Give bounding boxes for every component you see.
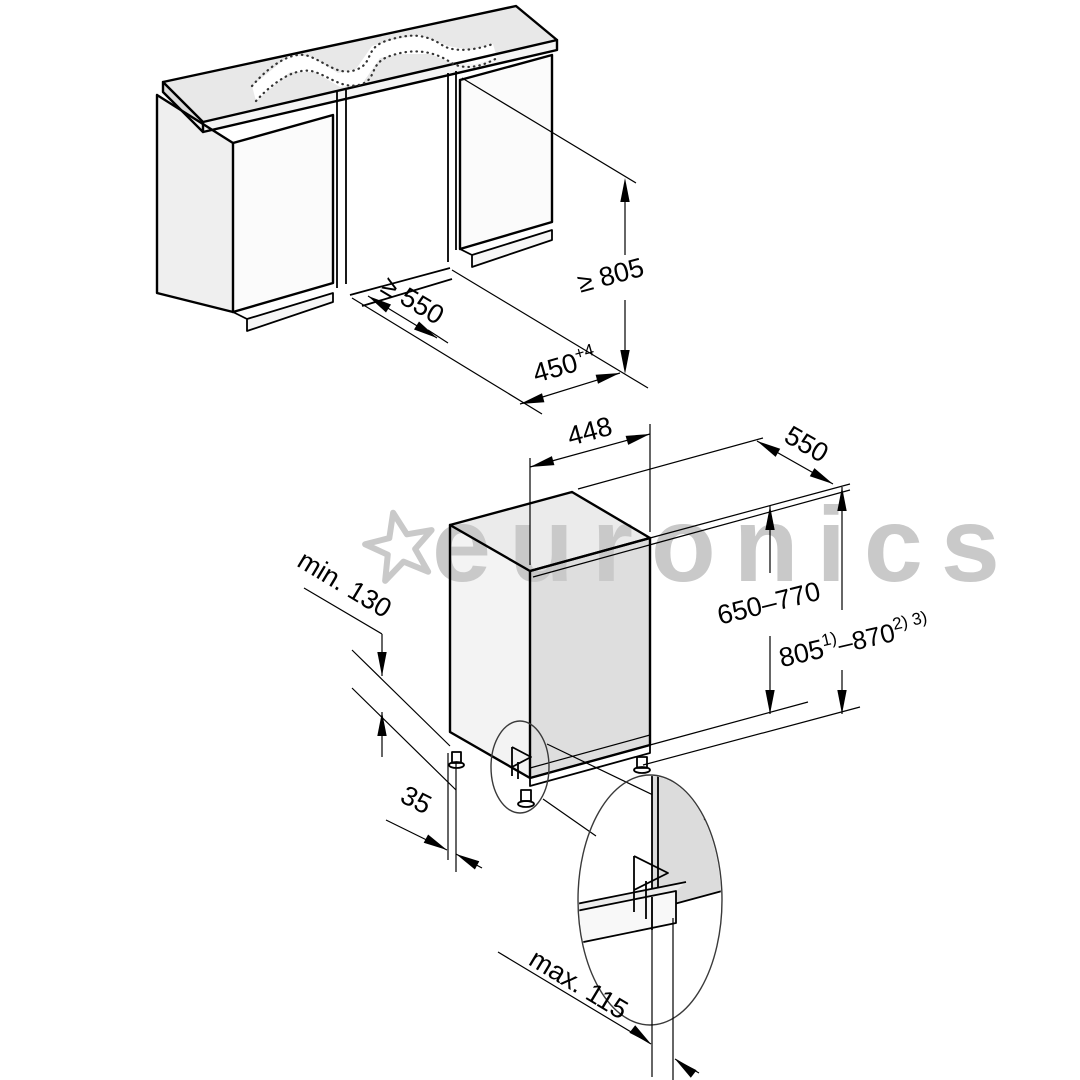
appliance-front-face [530,538,650,778]
dim-total-height-max: –870 [835,617,898,659]
dim-niche-depth: ≥ 550 [376,270,449,330]
detail-source-circle [490,720,550,814]
dim-niche-width-tolerance: +4 [572,340,596,364]
dim-niche-height: ≥ 805 [574,252,647,298]
detail-magnified-circle [577,774,723,1026]
detail-view [490,720,723,1026]
dim-total-height-footnote-1: 1) [820,628,839,650]
dim-niche-width-base: 450 [529,347,581,388]
plinth-bracket [511,746,532,779]
appliance-view [448,483,861,808]
dim-plinth-recess: max. 115 [524,943,633,1025]
dim-appliance-depth: 550 [779,420,833,469]
dim-niche-width: 450+4 [529,340,600,389]
detail-content [579,776,721,959]
left-cabinet-front [233,115,333,312]
dim-total-height-footnote-2: 2) 3) [891,607,929,633]
detail-door-panel [652,776,721,910]
dimension-lines [303,77,847,1080]
right-cabinet-front [460,55,552,249]
detail-bracket [633,855,669,919]
star-icon [362,509,435,584]
diagram-fills [157,6,650,778]
watermark-text: euronics [432,486,1018,604]
left-cabinet-side [157,95,233,312]
worktop-break-area [252,35,497,101]
detail-plinth-top [579,882,686,925]
watermark: euronics [362,486,1018,604]
left-cabinet-plinth [247,293,333,331]
appliance-left-face [450,525,530,778]
dim-total-height-base: 805 [776,634,827,673]
dim-front-offset: 35 [396,780,436,820]
niche-view [155,4,559,332]
dim-total-height: 8051)–8702) 3) [776,607,932,673]
right-cabinet-plinth [472,230,552,267]
